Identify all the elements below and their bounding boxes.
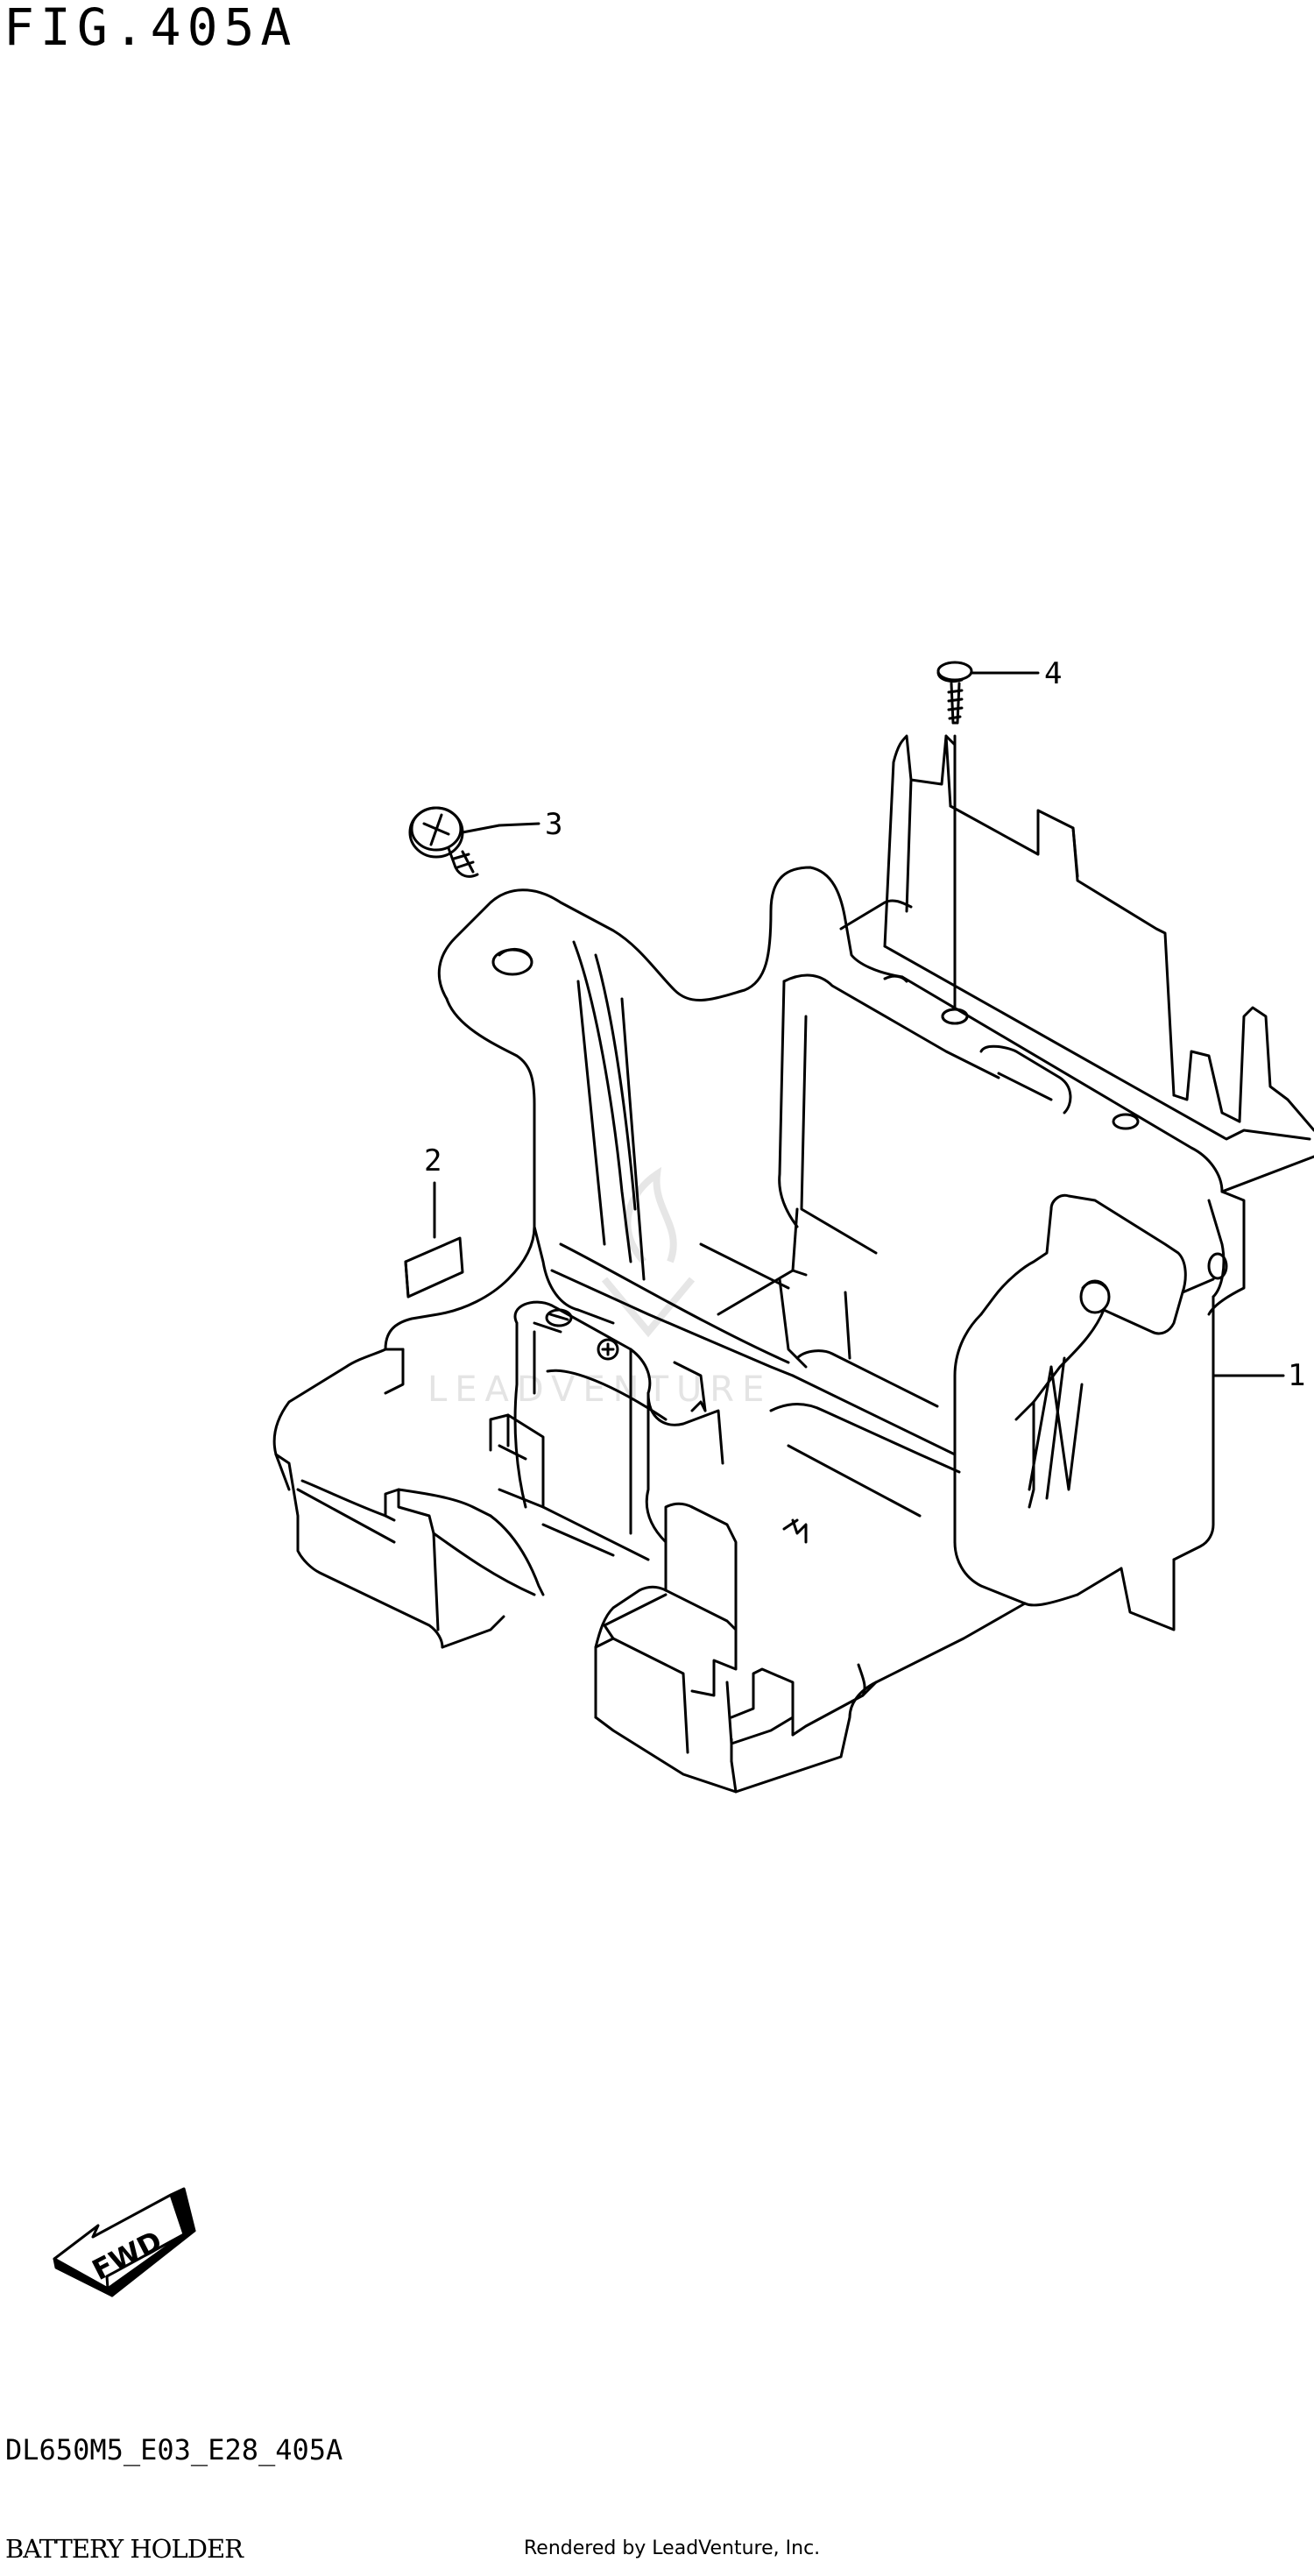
callout-1: 1 bbox=[1288, 1358, 1306, 1393]
callout-3: 3 bbox=[545, 807, 563, 842]
callout-2: 2 bbox=[424, 1143, 442, 1178]
bolt-part bbox=[408, 806, 501, 878]
leader-line-3 bbox=[498, 822, 540, 827]
render-credit: Rendered by LeadVenture, Inc. bbox=[524, 2537, 821, 2559]
watermark-logo bbox=[601, 1166, 696, 1338]
watermark-text: LEADVENTURE bbox=[427, 1369, 773, 1410]
callout-4: 4 bbox=[1044, 656, 1063, 691]
screw-part bbox=[936, 661, 973, 1025]
model-code-label: DL650M5_E03_E28_405A bbox=[5, 2433, 343, 2466]
pad-part bbox=[404, 1236, 464, 1299]
battery-holder-part bbox=[272, 734, 1314, 1794]
figure-title: FIG.405A bbox=[4, 0, 298, 57]
fwd-arrow-icon: FWD bbox=[53, 2187, 196, 2297]
part-group-name: BATTERY HOLDER bbox=[5, 2534, 244, 2564]
